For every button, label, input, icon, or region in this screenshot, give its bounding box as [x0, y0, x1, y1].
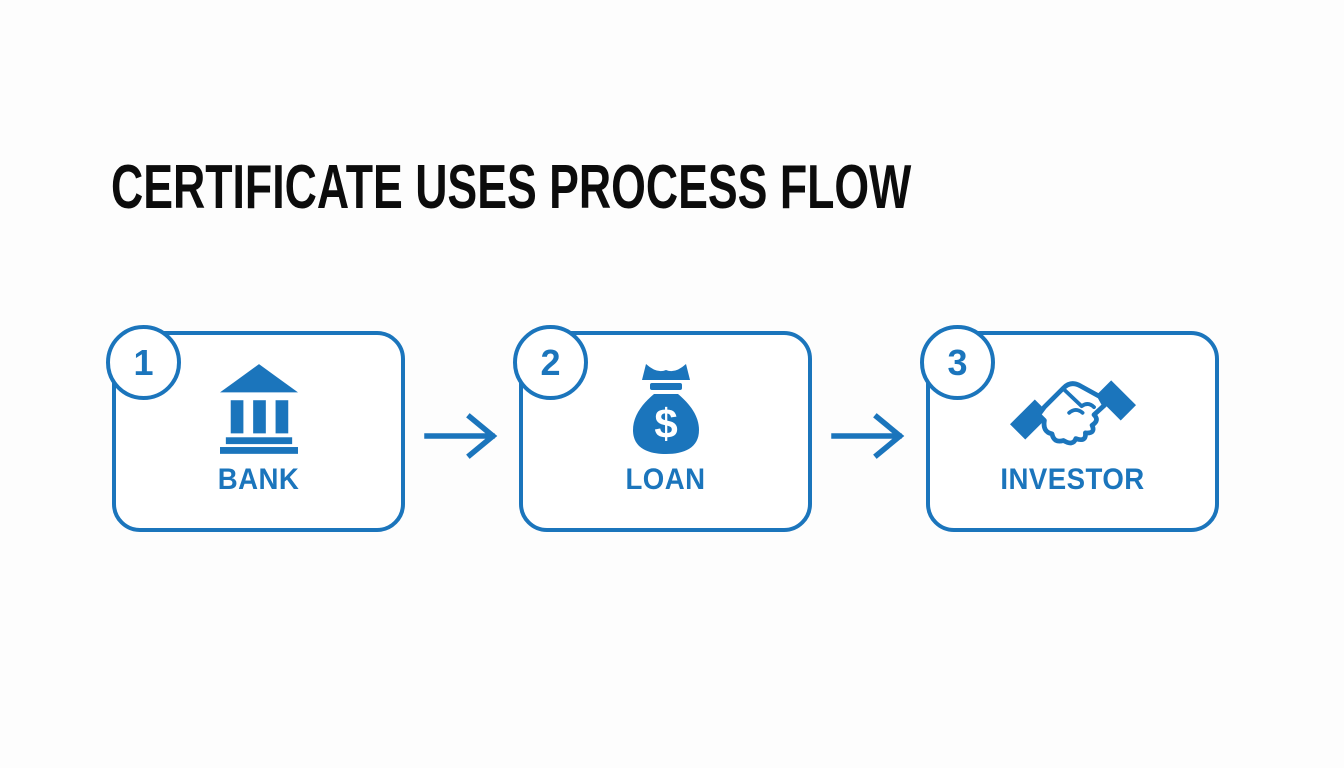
step-number-badge: 2 [513, 325, 588, 400]
arrow-right-icon [424, 413, 500, 459]
step-number-badge: 3 [920, 325, 995, 400]
step-card-investor: 3 INVESTOR [920, 325, 1219, 532]
step-label: LOAN [625, 463, 706, 496]
step-label: INVESTOR [1000, 463, 1145, 496]
dollar-sign: $ [654, 400, 677, 447]
bank-icon [116, 361, 401, 457]
money-bag-icon: $ [523, 361, 808, 457]
step-card-bank: 1 BANK [106, 325, 405, 532]
page-title: CERTIFICATE USES PROCESS FLOW [111, 153, 912, 222]
step-card-loan: 2 $ LOAN [513, 325, 812, 532]
step-label: BANK [217, 463, 300, 496]
handshake-icon [930, 361, 1215, 457]
step-number-badge: 1 [106, 325, 181, 400]
arrow-right-icon [831, 413, 907, 459]
